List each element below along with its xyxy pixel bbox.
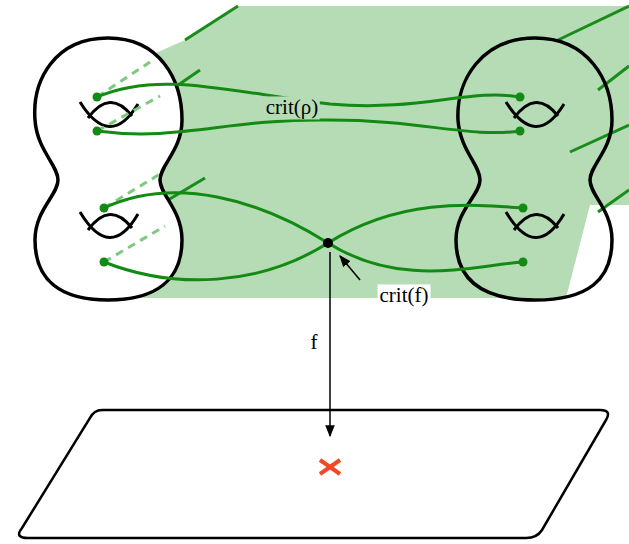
- critical-value: [320, 460, 340, 474]
- sheet-edges: [168, 6, 629, 212]
- genus-two-surface: [456, 38, 612, 300]
- critical-point: [323, 238, 333, 248]
- base-plane: [19, 410, 608, 538]
- leader-line: [340, 256, 360, 280]
- critical-curves: [97, 84, 523, 280]
- surface-holes: [80, 102, 564, 238]
- point-label: crit(f): [378, 284, 431, 307]
- genus-two-surface: [35, 38, 182, 300]
- map-label: f: [309, 331, 320, 354]
- map-arrow: [329, 252, 331, 436]
- critical-points: [93, 93, 528, 267]
- curve-label: crit(ρ): [264, 96, 320, 119]
- green-sheet: [140, 6, 629, 298]
